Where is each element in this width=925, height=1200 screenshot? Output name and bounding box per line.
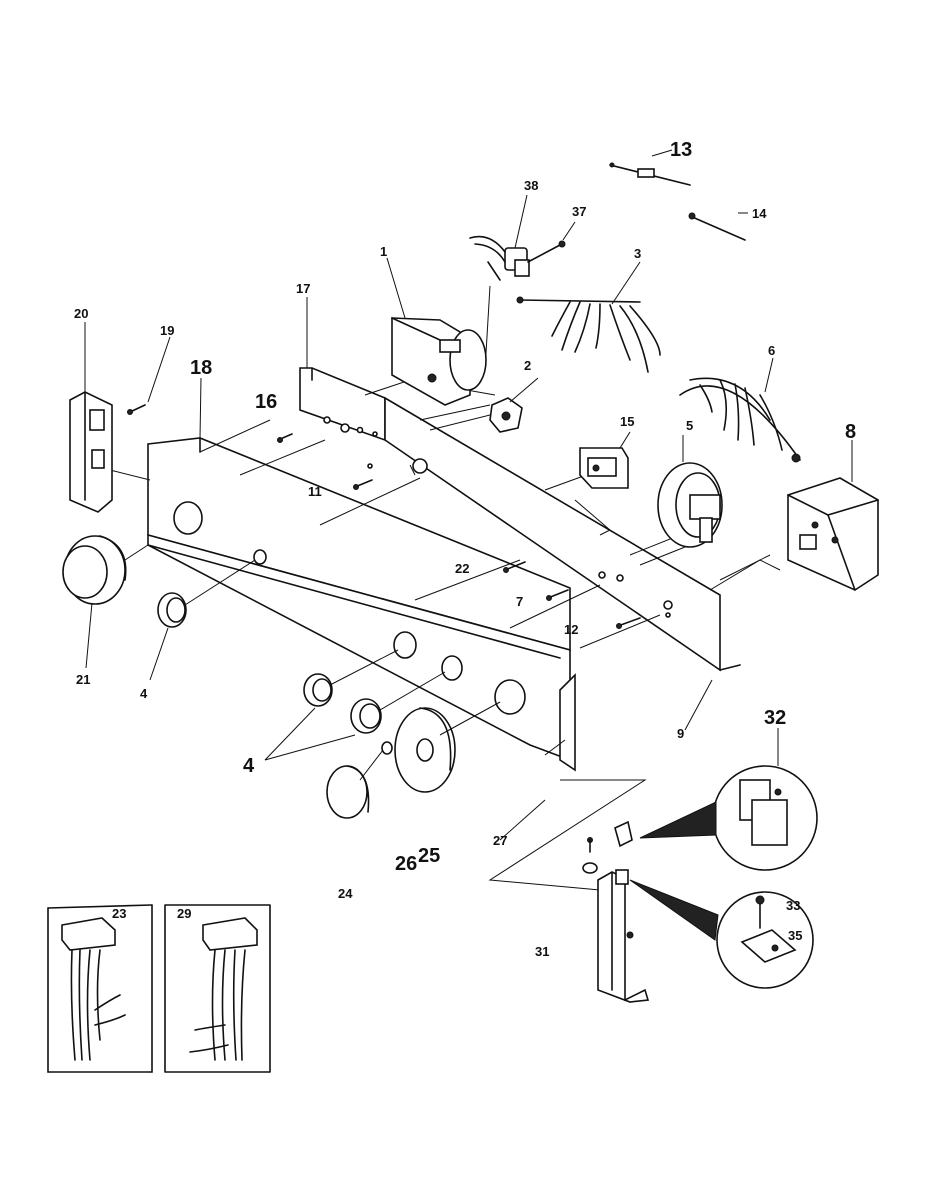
callout-6: 6 [768, 343, 775, 358]
callout-2: 2 [524, 358, 531, 373]
callout-38: 38 [524, 178, 538, 193]
callout-33: 33 [786, 898, 800, 913]
dial-25 [394, 707, 456, 793]
timer-1 [391, 317, 487, 406]
callout-11: 11 [308, 484, 322, 499]
callout-18: 18 [190, 357, 212, 379]
screw-11 [353, 479, 373, 490]
callout-27: 27 [493, 833, 507, 848]
callout-37: 37 [572, 204, 586, 219]
screw-12 [616, 617, 641, 629]
callout-12: 12 [564, 622, 578, 637]
control-box-8 [787, 477, 879, 591]
switch-38 [469, 235, 566, 281]
inset-harness-29 [164, 904, 271, 1073]
callout-labels: 1 2 3 4 4 5 6 7 8 9 11 12 13 14 15 16 17… [74, 139, 856, 959]
leader-lines [84, 149, 853, 841]
callout-7: 7 [516, 594, 523, 609]
knob-guide-lines [124, 544, 501, 781]
callout-13: 13 [670, 139, 692, 161]
detail-circle-33-35 [629, 879, 814, 989]
callout-17: 17 [296, 281, 310, 296]
callout-19: 19 [160, 323, 174, 338]
wire-13 [609, 162, 691, 186]
knob-4-right [350, 698, 382, 734]
pressure-switch-5 [657, 462, 723, 548]
callout-14: 14 [752, 206, 767, 221]
inset-harness-23 [47, 904, 153, 1073]
callout-16: 16 [255, 391, 277, 413]
clip-32-small [582, 820, 633, 874]
washer-26 [381, 741, 393, 755]
knob-21 [62, 535, 127, 605]
callout-25: 25 [418, 845, 440, 867]
wire-harness-6 [679, 377, 801, 463]
control-panel-18 [147, 437, 576, 772]
knob-24 [326, 765, 370, 819]
callout-22: 22 [455, 561, 469, 576]
callout-35: 35 [788, 928, 802, 943]
detail-circle-32 [639, 765, 818, 871]
wire-harness-3 [516, 296, 661, 373]
screw-7 [546, 589, 569, 601]
callout-26: 26 [395, 853, 417, 875]
callout-3: 3 [634, 246, 641, 261]
callout-21: 21 [76, 672, 90, 687]
callout-31: 31 [535, 944, 549, 959]
callout-29: 29 [177, 906, 191, 921]
bracket-20 [69, 391, 113, 513]
screw-19 [127, 404, 146, 415]
callout-15: 15 [620, 414, 634, 429]
knob-4-mid [303, 673, 333, 707]
callout-24: 24 [338, 886, 353, 901]
callout-23: 23 [112, 906, 126, 921]
knob-4-left [157, 592, 187, 628]
callout-32: 32 [764, 707, 786, 729]
callout-5: 5 [686, 418, 693, 433]
screw-22 [503, 561, 526, 573]
callout-4-left: 4 [140, 686, 148, 701]
switch-15 [579, 447, 629, 489]
callout-4-group: 4 [243, 755, 255, 777]
screw-16 [277, 433, 293, 443]
terminal-block-2 [489, 397, 523, 433]
callout-1: 1 [380, 244, 387, 259]
callout-9: 9 [677, 726, 684, 741]
console-rear-panel-17 [299, 367, 741, 672]
callout-8: 8 [845, 421, 856, 443]
bracket-31 [597, 869, 650, 1003]
panel-hole-left [173, 501, 203, 535]
callout-20: 20 [74, 306, 88, 321]
wire-14 [688, 212, 746, 241]
